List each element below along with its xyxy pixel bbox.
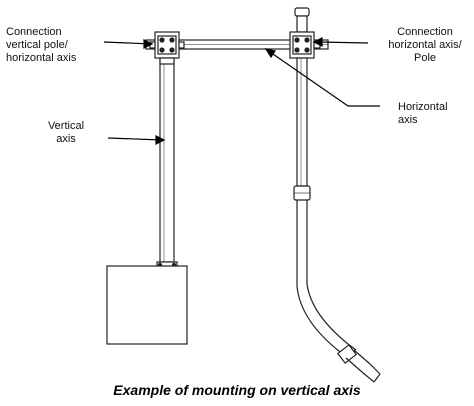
left-connection-clamp: [149, 31, 185, 65]
arrow-connection-right: [317, 41, 369, 44]
label-vertical-axis: Vertical axis: [47, 120, 85, 145]
label-connection-vertical-pole: Connection vertical pole/ horizontal axi…: [6, 26, 77, 64]
mounting-box: [106, 261, 188, 345]
label-horizontal-axis: Horizontal axis: [398, 101, 448, 126]
right-pole: [293, 57, 381, 383]
right-pole-cap: [294, 7, 310, 33]
vertical-axis-pole: [159, 51, 175, 263]
figure-caption: Example of mounting on vertical axis: [113, 382, 361, 398]
arrow-vertical-axis: [107, 137, 163, 141]
pointer-arrows: [103, 37, 380, 145]
label-connection-horizontal-axis: Connection horizontal axis/ Pole: [388, 26, 462, 64]
right-connection-clamp: [289, 31, 321, 59]
